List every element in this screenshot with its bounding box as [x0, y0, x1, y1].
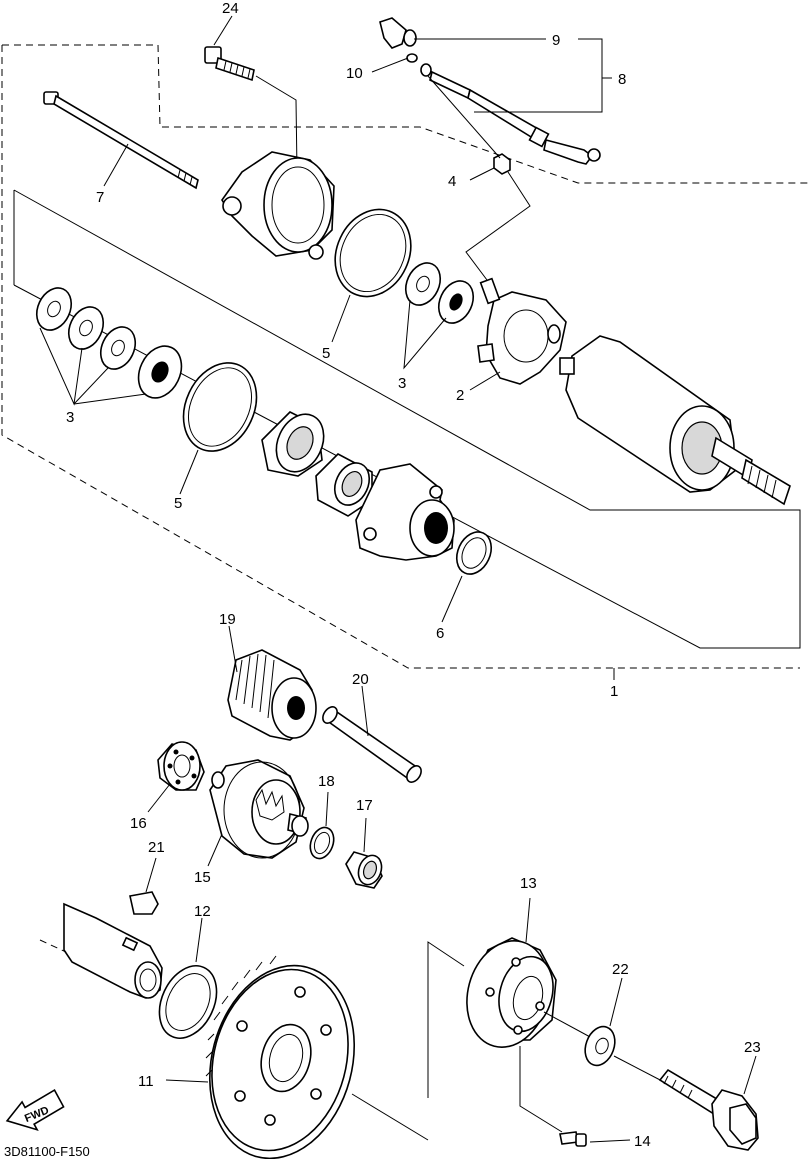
callout-13: 13	[520, 875, 537, 892]
ring-part-6[interactable]	[450, 526, 498, 579]
assembly-boundary-solid	[13, 189, 801, 649]
shaft-part-20[interactable]	[320, 704, 424, 785]
front-cover-flange[interactable]	[355, 463, 455, 561]
callout-10: 10	[346, 65, 363, 82]
callout-12: 12	[194, 903, 211, 920]
leader-14-axis	[519, 1046, 563, 1133]
leader-5-lower	[179, 449, 199, 495]
callout-11: 11	[138, 1073, 154, 1090]
diagram-code: 3D81100-F150	[4, 1144, 90, 1159]
callout-4: 4	[448, 173, 456, 190]
assembly-boundary-dashed	[1, 44, 811, 669]
leader-7	[103, 143, 129, 187]
leader-20	[361, 685, 369, 737]
callout-3-lower: 3	[66, 409, 74, 426]
callout-16: 16	[130, 815, 147, 832]
brush-holder-part-2[interactable]	[477, 277, 567, 385]
washer-part-18[interactable]	[306, 824, 338, 862]
callout-19: 19	[219, 611, 236, 628]
washers-part-3-lower[interactable]	[30, 282, 189, 405]
leader-16	[147, 783, 171, 813]
callout-3-upper: 3	[398, 375, 406, 392]
leader-4-axis	[427, 75, 501, 159]
callout-20: 20	[352, 671, 369, 688]
leader-14	[589, 1139, 631, 1143]
callout-1: 1	[610, 683, 618, 700]
leader-8-bracket	[474, 38, 603, 113]
callout-5-upper: 5	[322, 345, 330, 362]
end-cover-housing[interactable]	[221, 151, 335, 260]
woodruff-key-part-21[interactable]	[129, 891, 159, 915]
lead-wire-part-8[interactable]	[379, 17, 601, 165]
clutch-gear-part-15[interactable]	[209, 759, 309, 859]
callout-15: 15	[194, 869, 211, 886]
leader-13-axis	[427, 941, 465, 1098]
leader-23	[743, 1055, 757, 1095]
bolt-part-24[interactable]	[204, 46, 255, 82]
leader-21	[145, 857, 157, 893]
leader-10	[371, 57, 409, 73]
fwd-arrow-icon	[5, 1088, 65, 1132]
callout-7: 7	[96, 189, 104, 206]
callout-6: 6	[436, 625, 444, 642]
washer-part-12[interactable]	[148, 957, 227, 1048]
needle-bearing-part-17[interactable]	[345, 851, 385, 889]
needle-bearing[interactable]	[315, 453, 376, 517]
callout-21: 21	[148, 839, 165, 856]
leader-19	[228, 625, 238, 673]
leader-12	[195, 917, 203, 963]
through-bolt-part-7[interactable]	[43, 91, 199, 190]
callout-24: 24	[222, 0, 239, 17]
leader-6	[441, 575, 463, 623]
leader-13	[525, 897, 531, 943]
small-bolt-part-14[interactable]	[559, 1131, 587, 1147]
bearing-part-16[interactable]	[157, 741, 205, 791]
leader-3-lower-b	[73, 367, 109, 405]
callout-18: 18	[318, 773, 335, 790]
oil-seal[interactable]	[261, 407, 333, 480]
washer-part-22[interactable]	[580, 1022, 620, 1069]
o-ring-part-5-upper[interactable]	[321, 197, 424, 309]
leader-2-axis	[465, 171, 531, 285]
leader-15	[207, 833, 223, 867]
callout-17: 17	[356, 797, 373, 814]
leader-3-upper	[403, 299, 447, 370]
crankshaft-end[interactable]	[39, 902, 163, 999]
leader-11-axis	[351, 1093, 429, 1141]
callout-23: 23	[744, 1039, 761, 1056]
one-way-clutch-part-13[interactable]	[455, 931, 561, 1056]
leader-3-lower-c	[73, 393, 147, 405]
starter-wheel-gear-part-11[interactable]	[189, 949, 375, 1159]
leader-22-axis	[543, 1011, 593, 1039]
washers-part-3-upper[interactable]	[399, 257, 480, 328]
o-ring-part-5-lower[interactable]	[170, 351, 271, 463]
callout-14: 14	[634, 1133, 651, 1150]
idler-gear-part-19[interactable]	[227, 649, 317, 741]
leader-11	[165, 1079, 209, 1083]
callout-5-lower: 5	[174, 495, 182, 512]
leader-18	[325, 791, 329, 827]
leader-5-upper	[331, 294, 351, 343]
leader-24	[213, 15, 233, 46]
leader-23-axis	[613, 1055, 665, 1083]
nut-part-4[interactable]	[493, 153, 511, 175]
callout-8: 8	[618, 71, 626, 88]
callout-22: 22	[612, 961, 629, 978]
armature-motor-body[interactable]	[559, 335, 791, 506]
leader-22	[609, 977, 623, 1027]
leader-2	[469, 371, 501, 391]
callout-9: 9	[552, 32, 560, 49]
leader-17	[363, 817, 367, 853]
bolt-part-23[interactable]	[658, 1068, 759, 1151]
leader-4	[469, 167, 495, 181]
callout-2: 2	[456, 387, 464, 404]
